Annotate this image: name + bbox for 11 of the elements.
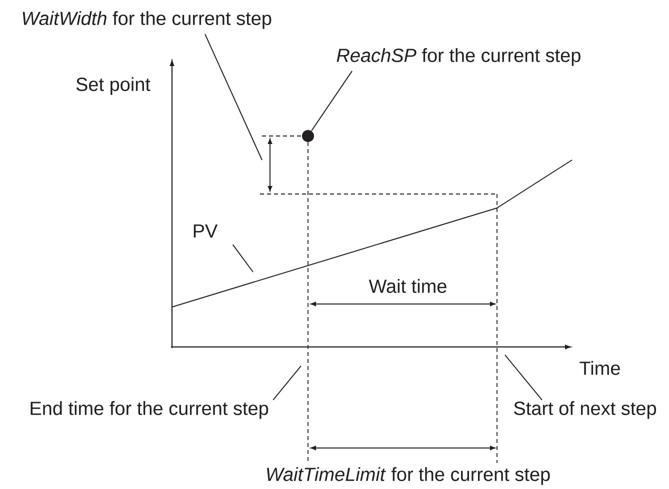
dimension-label: WaitTimeLimit for the current step: [267, 467, 550, 485]
callout-text: WaitWidth for the current step: [22, 11, 272, 29]
callout-text: PV: [194, 224, 218, 238]
dimension-label: Wait time: [368, 279, 446, 293]
axis-label: Time: [580, 361, 620, 375]
callout-text: End time for the current step: [30, 401, 268, 419]
dot: [302, 130, 314, 142]
callout-text: Start of next step: [514, 401, 656, 419]
callout-text: ReachSP for the current step: [336, 48, 580, 66]
axis-label: Set point: [76, 77, 150, 95]
leader-line: [504, 354, 542, 400]
